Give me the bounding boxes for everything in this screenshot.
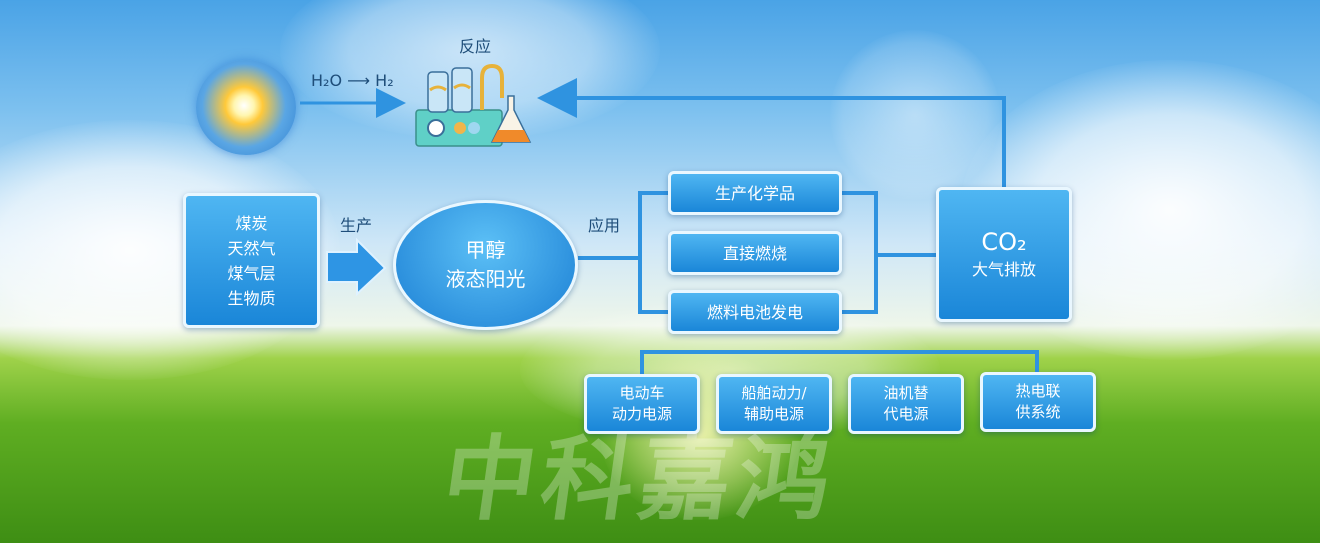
apps-bracket-left <box>638 191 668 314</box>
bottom-item-ship-power: 船舶动力/ 辅助电源 <box>716 374 832 434</box>
water-formula: H₂O ⟶ H₂ <box>311 71 394 90</box>
co2-box: CO₂ 大气排放 <box>936 187 1072 322</box>
bottom-item-chp-system: 热电联 供系统 <box>980 372 1096 432</box>
application-item-fuel-cell: 燃料电池发电 <box>668 290 842 334</box>
hydrogen-formula-text: H₂ <box>375 71 394 90</box>
bottom-item-diesel-replacement: 油机替 代电源 <box>848 374 964 434</box>
application-label: 生产化学品 <box>714 183 795 203</box>
application-label: 燃料电池发电 <box>706 302 803 322</box>
application-item-chemicals: 生产化学品 <box>668 171 842 215</box>
methanol-text: 甲醇 液态阳光 <box>445 238 526 291</box>
watermark-logo: 中科嘉鸿 <box>436 426 844 533</box>
sun-icon <box>196 60 296 155</box>
bottom-item-label: 热电联 供系统 <box>1015 382 1061 421</box>
bottom-item-label: 船舶动力/ 辅助电源 <box>741 384 807 423</box>
application-label: 直接燃烧 <box>722 243 787 263</box>
apply-label: 应用 <box>588 216 621 235</box>
bottom-item-ev-power: 电动车 动力电源 <box>584 374 700 434</box>
produce-arrow-icon <box>326 237 387 297</box>
bottom-bracket <box>640 350 1039 375</box>
sky-glow <box>830 30 1000 200</box>
water-formula-text: H₂O <box>311 71 343 90</box>
reaction-label: 反应 <box>459 37 492 56</box>
co2-label: 大气排放 <box>971 260 1036 279</box>
apps-bracket-right <box>842 191 878 314</box>
bottom-item-label: 油机替 代电源 <box>883 384 929 423</box>
co2-formula: CO₂ <box>981 228 1027 256</box>
produce-label: 生产 <box>340 216 373 235</box>
reactor-icon <box>415 63 532 147</box>
bottom-item-label: 电动车 动力电源 <box>611 384 672 423</box>
application-item-combustion: 直接燃烧 <box>668 231 842 275</box>
sources-text: 煤炭 天然气 煤气层 生物质 <box>227 213 276 308</box>
methanol-node: 甲醇 液态阳光 <box>393 200 578 330</box>
arrow-right-icon: ⟶ <box>347 71 371 90</box>
sources-box: 煤炭 天然气 煤气层 生物质 <box>183 193 320 328</box>
co2-feedback-arrow <box>537 78 1006 190</box>
